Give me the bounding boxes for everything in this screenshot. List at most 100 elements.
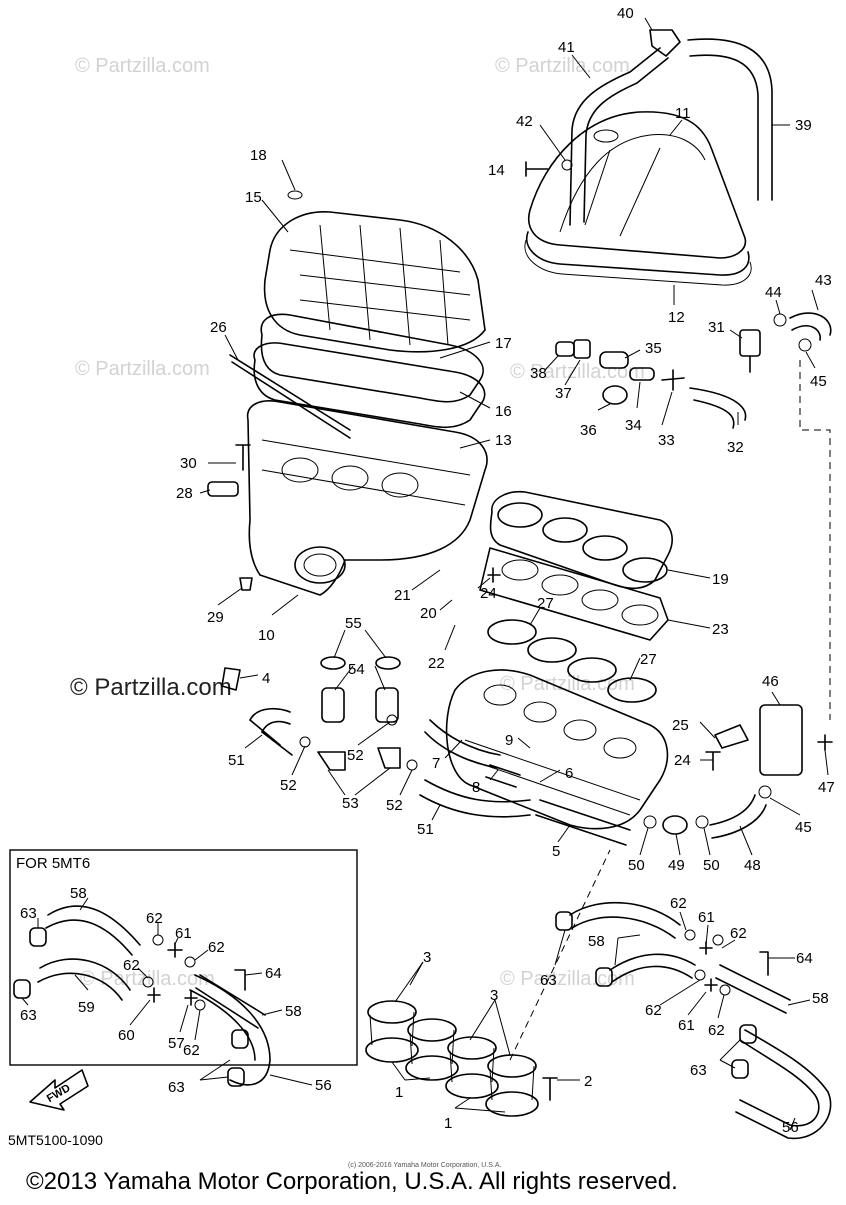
hose-7 <box>424 719 501 769</box>
throttle-body-group <box>445 490 833 830</box>
pipe-56 <box>189 974 271 1086</box>
inset-title: FOR 5MT6 <box>16 855 90 872</box>
grommet-29 <box>239 577 253 591</box>
inset-for-5mt6: FOR 5MT6 <box>9 849 358 1087</box>
clip-62 <box>694 969 706 981</box>
callout-number: 15 <box>245 189 262 206</box>
callout-number: 62 <box>730 925 747 942</box>
hose-58 <box>609 953 696 983</box>
funnel-3 <box>407 1018 457 1042</box>
hose-59 <box>37 958 131 1001</box>
callout-number: 18 <box>250 147 267 164</box>
clip-62 <box>194 999 206 1011</box>
damper-28 <box>207 481 239 497</box>
callout-number: 45 <box>795 819 812 836</box>
callout-number: 3 <box>423 949 431 966</box>
callout-number: 23 <box>712 621 729 638</box>
pipe-64 <box>759 951 769 976</box>
watermark-prominent: © Partzilla.com <box>70 674 232 701</box>
joint-49 <box>662 815 688 835</box>
bolt-24 <box>487 567 501 583</box>
hose-43 <box>789 312 832 341</box>
callout-number: 60 <box>118 1027 135 1044</box>
callout-number: 50 <box>703 857 720 874</box>
bolt-2 <box>542 1077 558 1101</box>
breather-hose-41 <box>569 47 661 226</box>
callout-number: 52 <box>347 747 364 764</box>
joint-61 <box>167 942 183 958</box>
callout-number: 28 <box>176 485 193 502</box>
callout-number: 63 <box>690 1062 707 1079</box>
callout-number: 45 <box>810 373 827 390</box>
callout-number: 14 <box>488 162 505 179</box>
leader-lines <box>21 17 829 1131</box>
watermark-text: © Partzilla.com <box>510 361 645 383</box>
air-filter-group <box>207 190 488 596</box>
hose-51 <box>419 779 531 818</box>
bracket-25 <box>714 724 749 749</box>
callout-number: 54 <box>348 661 365 678</box>
callout-number: 62 <box>146 910 163 927</box>
bolt-47 <box>817 734 833 751</box>
clip-52 <box>299 736 311 748</box>
callout-number: 2 <box>584 1073 592 1090</box>
gasket-17 <box>260 313 484 403</box>
callout-number: 16 <box>495 403 512 420</box>
funnel-3 <box>447 1036 497 1060</box>
pipe-58 <box>715 964 791 1014</box>
pipe-64 <box>234 969 246 991</box>
callout-number: 62 <box>208 939 225 956</box>
callout-number: 57 <box>168 1035 185 1052</box>
inset-frame <box>9 849 358 1066</box>
callout-number: 13 <box>495 432 512 449</box>
callout-number: 64 <box>796 950 813 967</box>
callout-number: 7 <box>432 755 440 772</box>
pipe-group-right <box>555 901 832 1140</box>
callout-number: 46 <box>762 673 779 690</box>
clip-50 <box>695 815 709 829</box>
cap-63 <box>595 967 613 987</box>
callout-number: 39 <box>795 117 812 134</box>
funnel-1 <box>405 1055 459 1081</box>
joint-61 <box>704 978 718 992</box>
cap-63 <box>555 911 573 931</box>
callout-number: 26 <box>210 319 227 336</box>
callout-number: 62 <box>670 895 687 912</box>
callout-number: 10 <box>258 627 275 644</box>
clip-62 <box>712 934 724 946</box>
clip-62 <box>684 929 696 941</box>
callout-number: 3 <box>490 987 498 1004</box>
callout-number: 63 <box>20 905 37 922</box>
cap-38 <box>555 341 575 357</box>
watermarks: © Partzilla.com © Partzilla.com © Partzi… <box>70 55 645 990</box>
hose-58 <box>45 905 141 956</box>
callout-number: 62 <box>645 1002 662 1019</box>
callout-number: 21 <box>394 587 411 604</box>
callout-number: 27 <box>537 595 554 612</box>
callout-number: 62 <box>123 957 140 974</box>
joint-53 <box>377 747 401 769</box>
air-filter-case-upper <box>263 211 486 353</box>
callout-numbers: 40 41 39 11 42 14 18 15 12 43 44 31 45 2… <box>20 5 835 1136</box>
callout-number: 36 <box>580 422 597 439</box>
callout-number: 9 <box>505 732 513 749</box>
diagram-code: 5MT5100-1090 <box>8 1132 103 1148</box>
funnel-1 <box>485 1091 539 1117</box>
callout-number: 19 <box>712 571 729 588</box>
clip-55 <box>375 656 401 670</box>
callout-number: 62 <box>708 1022 725 1039</box>
callout-number: 56 <box>315 1077 332 1094</box>
callout-number: 30 <box>180 455 197 472</box>
joint-34 <box>629 367 655 381</box>
callout-number: 58 <box>70 885 87 902</box>
callout-number: 61 <box>678 1017 695 1034</box>
callout-number: 41 <box>558 39 575 56</box>
callout-number: 29 <box>207 609 224 626</box>
air-box-cover-group <box>524 29 773 286</box>
joint-54 <box>375 687 399 723</box>
pipe-56 <box>739 1039 820 1127</box>
funnel-3 <box>487 1054 537 1078</box>
callout-number: 27 <box>640 651 657 668</box>
